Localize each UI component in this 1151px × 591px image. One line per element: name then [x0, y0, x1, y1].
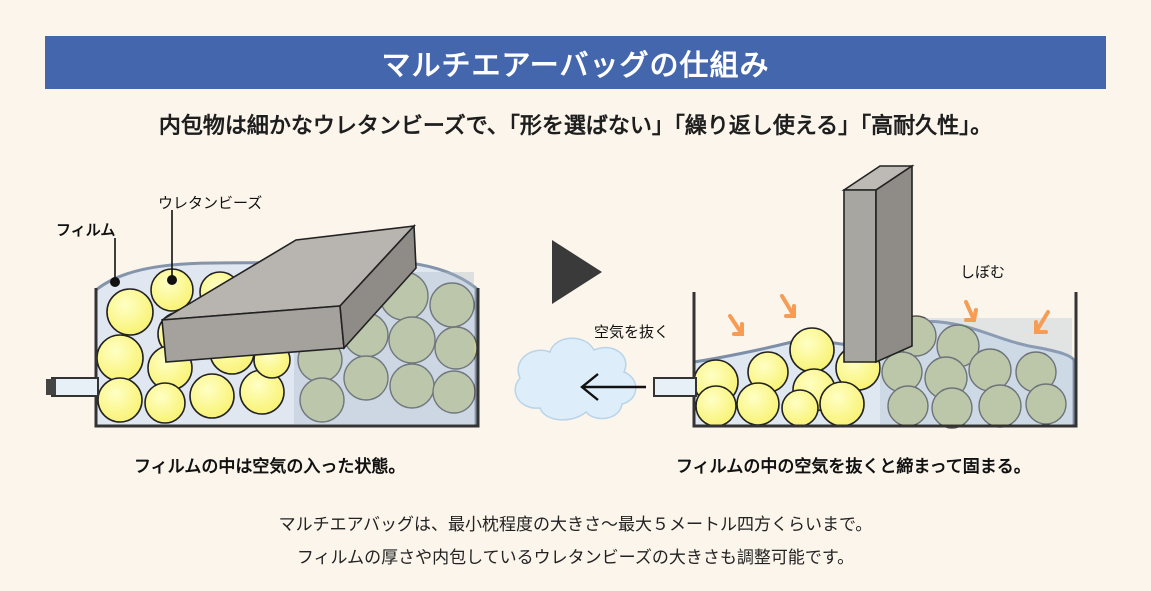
bead [144, 382, 186, 424]
press-arrow-4 [1034, 310, 1050, 334]
bead [189, 373, 235, 419]
container-right [692, 292, 1078, 428]
label-shrink: しぼむ [960, 263, 1006, 281]
film-pointer-dot [110, 277, 120, 287]
bead-group-yellow-right [693, 327, 881, 427]
page-title: マルチエアーバッグの仕組み [381, 47, 770, 82]
bead [299, 377, 345, 423]
lead-text: 内包物は細かなウレタンビーズで、「形を選ばない」「繰り返し使える」「高耐久性」。 [158, 114, 993, 139]
bead [97, 377, 143, 423]
bead [695, 385, 737, 427]
triangle-play-icon [552, 240, 602, 304]
bead [388, 316, 436, 364]
bead [96, 334, 144, 382]
right-panel-diagram [514, 164, 1078, 429]
left-panel-diagram [46, 210, 480, 428]
press-arrow-1 [728, 314, 744, 336]
note-line-2: フィルムの厚さや内包しているウレタンビーズの大きさも調整可能です。 [296, 548, 855, 568]
press-arrow-2 [780, 294, 796, 318]
valve-left [46, 377, 99, 397]
bead-group-green-left [297, 271, 478, 423]
bead [432, 370, 476, 414]
label-film: フィルム [56, 221, 116, 239]
title-banner: マルチエアーバッグの仕組み [45, 36, 1106, 89]
press-arrow-3 [964, 300, 978, 322]
beads-pointer-dot [167, 275, 177, 285]
label-release-air: 空気を抜く [594, 323, 670, 341]
bead [736, 382, 780, 426]
caption-right: フィルムの中の空気を抜くと締まって固まる。 [676, 457, 1031, 477]
bead [819, 381, 865, 427]
orange-down-arrow-icon [728, 294, 1050, 336]
valve-right [653, 377, 697, 397]
bead [781, 389, 819, 427]
bead [789, 327, 835, 373]
note-line-1: マルチエアバッグは、最小枕程度の大きさ〜最大５メートル四方くらいまで。 [278, 515, 873, 535]
container-left [94, 288, 480, 428]
pressing-block-right [841, 164, 915, 364]
caption-left: フィルムの中は空気の入った状態。 [134, 457, 406, 477]
bead [1025, 383, 1067, 425]
pressing-block-left [161, 224, 417, 363]
left-arrow-icon [580, 373, 646, 401]
label-urethane-beads: ウレタンビーズ [158, 194, 263, 212]
bead [343, 355, 389, 401]
cloud-icon [514, 337, 637, 421]
bead [106, 288, 154, 336]
bead [931, 387, 973, 429]
